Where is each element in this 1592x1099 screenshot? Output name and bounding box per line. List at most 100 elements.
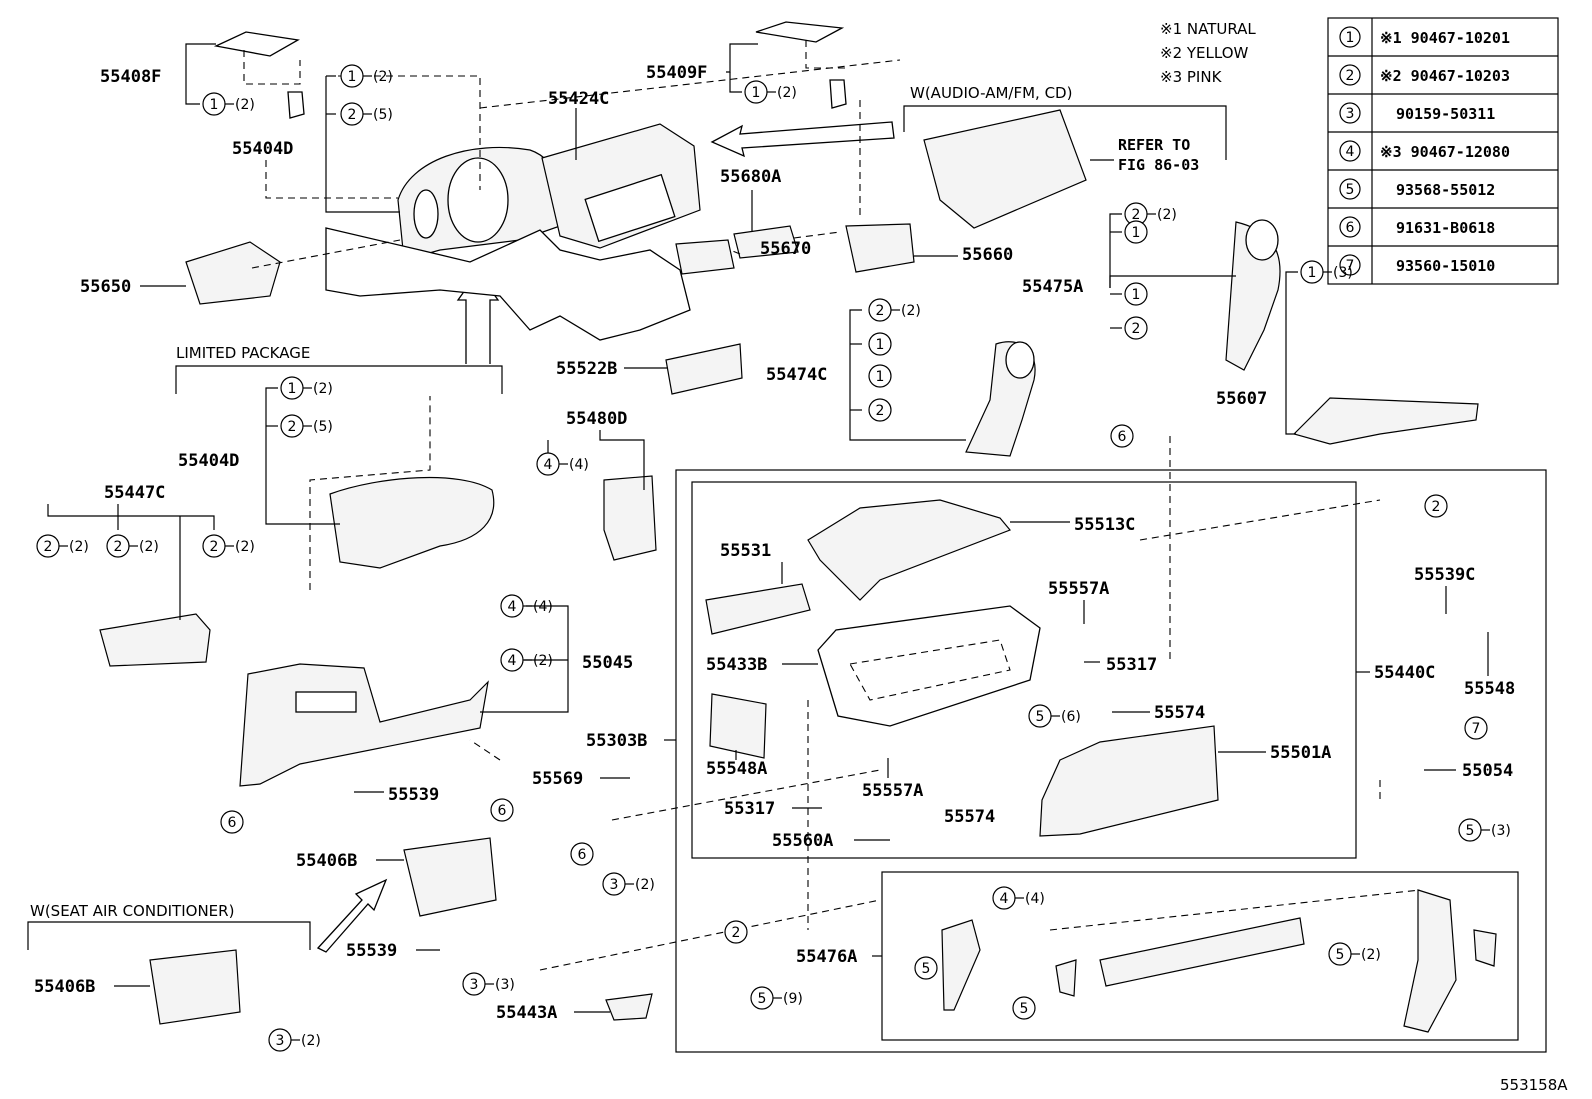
callout-qty: (2) — [533, 653, 553, 669]
callout-ref: 5 — [1466, 823, 1475, 839]
glovebox-outer-frame — [675, 469, 1547, 1053]
callout-ref: 1 — [1132, 287, 1141, 303]
fastener-callout: 4(4) — [992, 886, 1045, 910]
vent-55660 — [845, 223, 915, 273]
part-label: 55548A — [706, 759, 767, 779]
fastener-callout: 6 — [490, 798, 514, 822]
table-part-number: 90159-50311 — [1396, 105, 1495, 123]
part-label: 55548 — [1464, 679, 1515, 699]
callout-qty: (2) — [373, 69, 393, 85]
fastener-callout: 4(4) — [500, 594, 553, 618]
switch-base-55447c — [99, 613, 211, 667]
part-label: 55406B — [296, 851, 357, 871]
part-label: 55404D — [178, 451, 239, 471]
frame-55513c — [807, 499, 1011, 601]
part-label: 55560A — [772, 831, 833, 851]
callout-ref: 2 — [348, 107, 357, 123]
callout-qty: (2) — [139, 539, 159, 555]
callout-qty: (2) — [777, 85, 797, 101]
callout-circle — [868, 332, 892, 356]
callout-qty: (2) — [313, 381, 333, 397]
meter-hood-limited — [329, 476, 495, 569]
callout-qty: (2) — [235, 539, 255, 555]
callout-circle — [220, 810, 244, 834]
callout-qty: (4) — [533, 599, 553, 615]
callout-circle — [1124, 316, 1148, 340]
callout-ref: 1 — [876, 337, 885, 353]
group-audio: W(AUDIO-AM/FM, CD) REFER TO FIG 86-03 — [903, 84, 1227, 174]
table-ref: 6 — [1346, 220, 1355, 236]
fastener-callout: 1(2) — [744, 80, 797, 104]
part-drawings — [99, 21, 1497, 1033]
callout-circle — [1012, 996, 1036, 1020]
group-seat-ac: W(SEAT AIR CONDITIONER) — [27, 902, 311, 950]
callout-circle — [1464, 716, 1488, 740]
callout-ref: 3 — [610, 877, 619, 893]
part-label: 55447C — [104, 483, 165, 503]
callout-ref: 7 — [1472, 721, 1481, 737]
note-natural: ※1 NATURAL — [1160, 20, 1256, 38]
callout-qty: (6) — [1061, 709, 1081, 725]
callout-qty: (3) — [1333, 265, 1353, 281]
callout-qty: (2) — [235, 97, 255, 113]
seat-ac-label: W(SEAT AIR CONDITIONER) — [30, 902, 234, 920]
table-row: 4 ※3 90467-12080 — [1339, 140, 1510, 162]
fastener-callout: 6 — [220, 810, 244, 834]
part-label: 55317 — [1106, 655, 1157, 675]
table-part-number: 91631-B0618 — [1396, 219, 1495, 237]
callout-ref: 5 — [1020, 1001, 1029, 1017]
part-label: 55303B — [586, 731, 647, 751]
table-ref: 4 — [1346, 144, 1355, 160]
fastener-callout: 1 (2) — [280, 376, 333, 400]
refer-to-label: REFER TO — [1118, 136, 1190, 154]
callout-ref: 6 — [228, 815, 237, 831]
callout-ref: 2 — [114, 539, 123, 555]
part-number-labels: 55408F 55404D 55650 55424C 55409F 55680A… — [34, 63, 1515, 1023]
table-ref: 2 — [1346, 68, 1355, 84]
fastener-callout: 2(2) — [868, 298, 921, 322]
callout-qty: (3) — [1491, 823, 1511, 839]
note-yellow: ※2 YELLOW — [1160, 44, 1249, 62]
fastener-callouts: 1(2)1(2)2(5)1(2)2(2)1122(2)1121(3)1(2)2(… — [36, 64, 1511, 1052]
part-label: 55557A — [1048, 579, 1109, 599]
table-row: 3 90159-50311 — [1339, 102, 1495, 124]
callout-ref: 2 — [210, 539, 219, 555]
callout-ref: 5 — [1336, 947, 1345, 963]
callout-ref: 1 — [288, 381, 297, 397]
clip-icon — [1055, 959, 1077, 997]
diag-arrow-icon — [316, 878, 388, 953]
part-label: 55476A — [796, 947, 857, 967]
callout-ref: 4 — [1000, 891, 1009, 907]
callout-ref: 2 — [1132, 207, 1141, 223]
assembly-arrows — [316, 121, 895, 953]
fastener-callout: 3(2) — [602, 872, 655, 896]
glovebox-inner-frame — [691, 481, 1357, 859]
part-label: 55539 — [346, 941, 397, 961]
callout-ref: 1 — [1308, 265, 1317, 281]
part-label: 55501A — [1270, 743, 1331, 763]
callout-qty: (2) — [1361, 947, 1381, 963]
fastener-callout: 5 — [1012, 996, 1036, 1020]
bracket-lower-right — [1403, 889, 1457, 1033]
fastener-callout: 2 (2) — [1124, 202, 1177, 226]
part-label: 55660 — [962, 245, 1013, 265]
panel-55522b — [665, 343, 743, 395]
callout-qty: (5) — [313, 419, 333, 435]
callout-circle — [868, 398, 892, 422]
callout-qty: (2) — [69, 539, 89, 555]
callout-ref: 4 — [544, 457, 553, 473]
part-label: 55539 — [388, 785, 439, 805]
part-label: 55680A — [720, 167, 781, 187]
table-ref: 1 — [1346, 30, 1355, 46]
callout-qty: (2) — [1157, 207, 1177, 223]
fastener-callout: 4(4) — [536, 452, 589, 476]
callout-ref: 1 — [210, 97, 219, 113]
left-arrow-icon — [710, 121, 895, 158]
table-part-number: 93568-55012 — [1396, 181, 1495, 199]
frame-55433b — [817, 605, 1041, 727]
cover-55408f — [213, 31, 300, 57]
fastener-callout: 5 (2) — [1328, 942, 1381, 966]
callout-circle — [724, 920, 748, 944]
fastener-callout: 2 (2) — [106, 534, 159, 558]
table-part-number: ※3 90467-12080 — [1380, 143, 1510, 161]
